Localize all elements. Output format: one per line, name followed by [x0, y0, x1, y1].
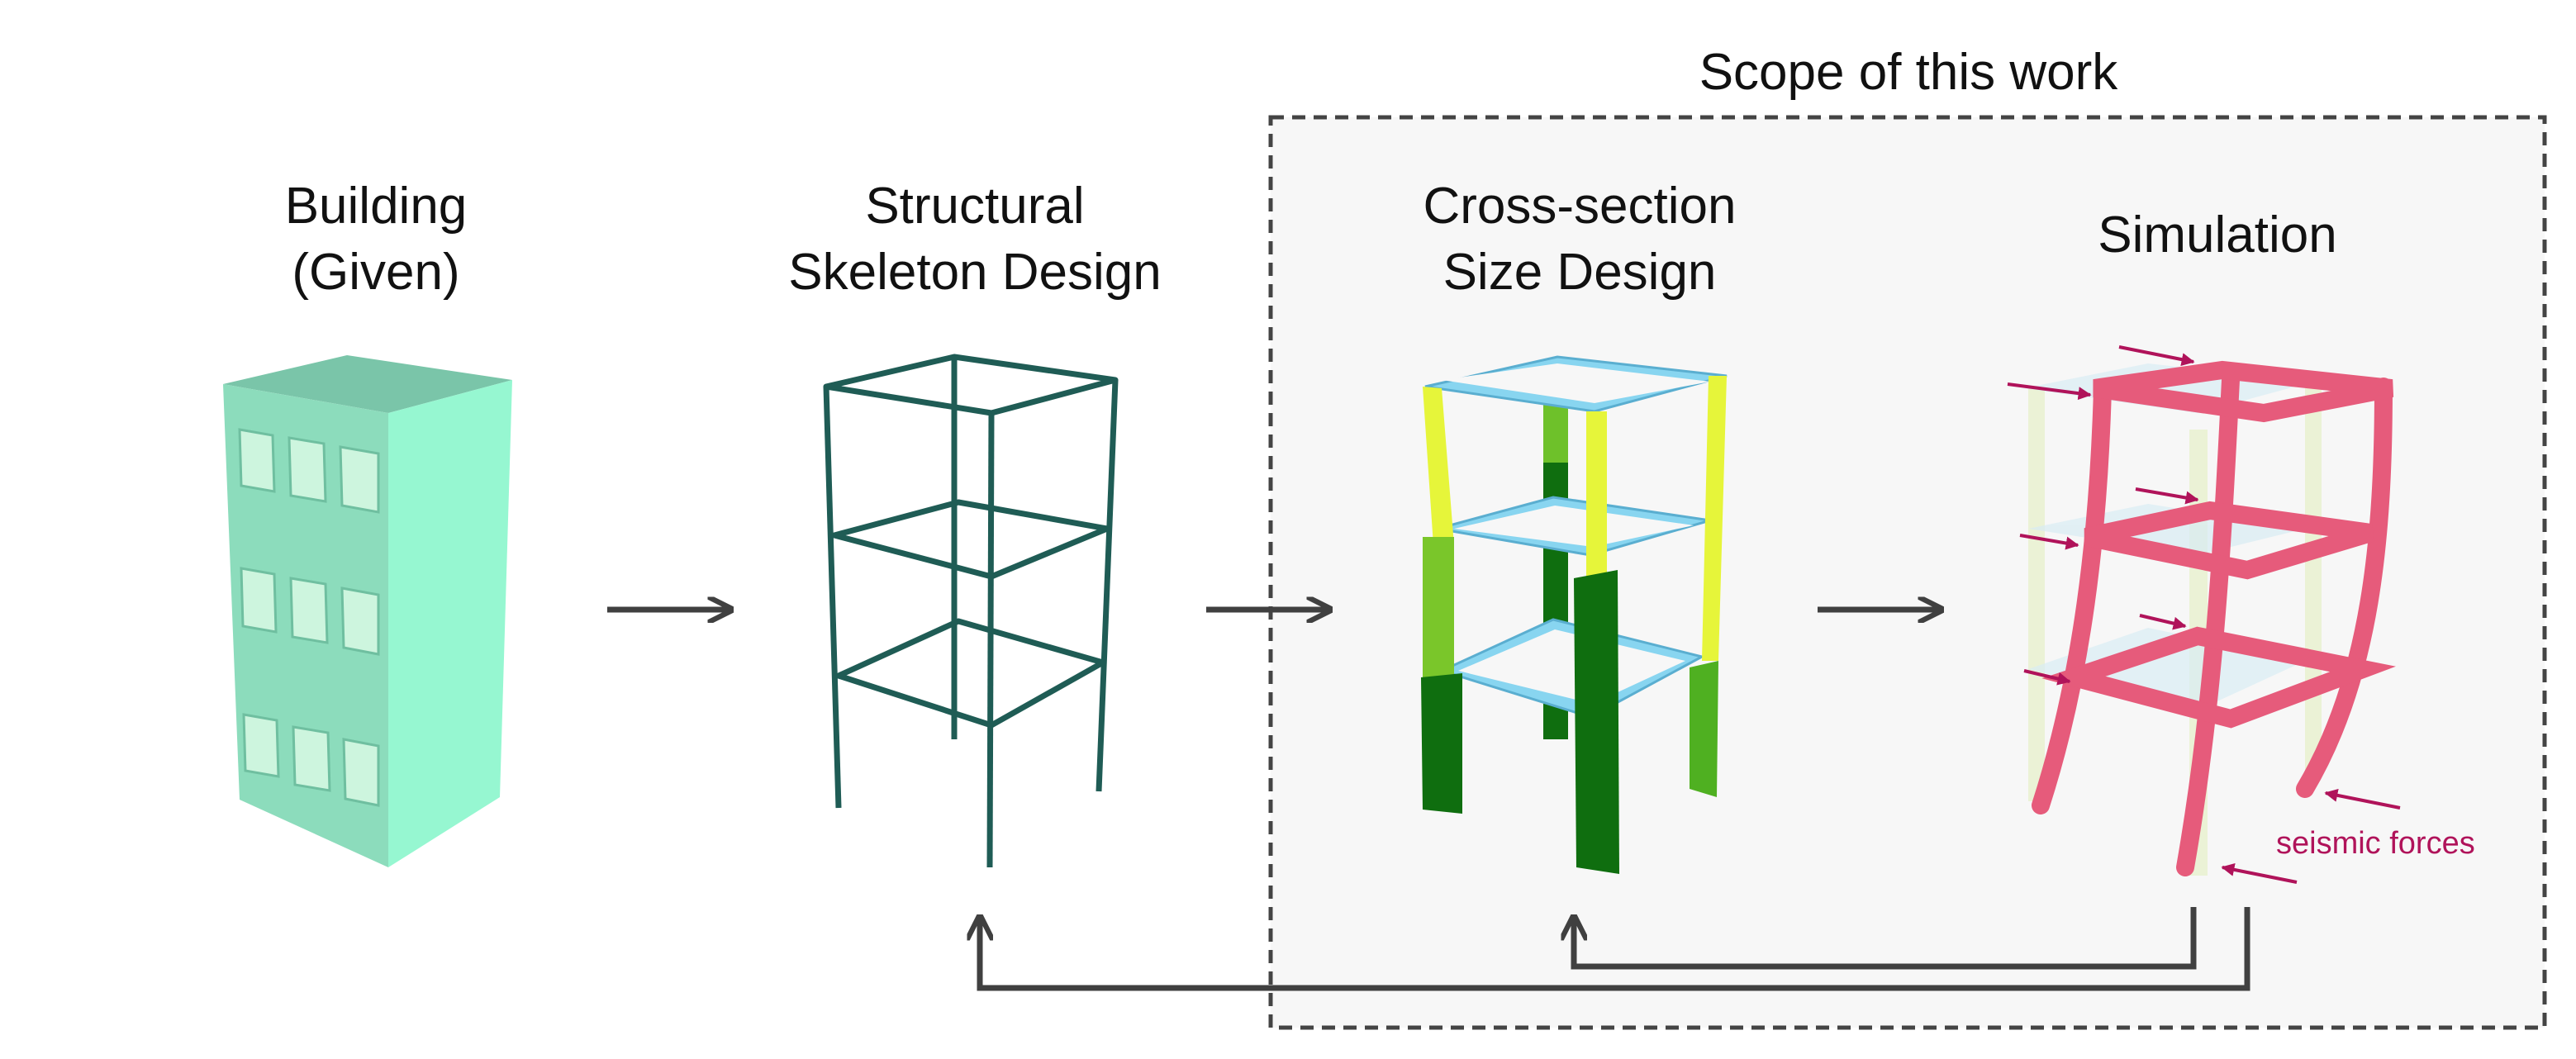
force-arrow [2324, 788, 2401, 810]
scope-label: Scope of this work [1699, 44, 2119, 101]
scope-box: Scope of this work [1268, 44, 2547, 1030]
stage-title-cross-section: Cross-section Size Design [1423, 178, 1737, 301]
building-icon [223, 355, 512, 867]
seismic-forces-label: seismic forces [2276, 826, 2475, 861]
stage-title-line: Size Design [1443, 244, 1717, 301]
cross-section-frame-icon [1421, 355, 1728, 874]
stage-title-line: Building [285, 178, 468, 235]
simulation-frame-icon: seismic forces [2007, 345, 2475, 884]
stage-title-line: Cross-section [1423, 178, 1737, 235]
stage-title-line: Simulation [2098, 207, 2336, 264]
stage-title-line: Skeleton Design [788, 244, 1162, 301]
feedback-arrows [980, 907, 2250, 991]
stage-title-simulation: Simulation [2098, 207, 2336, 264]
force-arrow [2118, 345, 2195, 367]
force-arrow [2221, 862, 2298, 884]
force-arrow [2019, 534, 2079, 550]
force-arrow [2139, 614, 2187, 630]
skeleton-frame-icon [823, 354, 1119, 868]
stage-title-line: Structural [865, 178, 1084, 235]
stage-title-line: (Given) [292, 244, 459, 301]
force-arrow [2007, 382, 2092, 401]
stage-title-skeleton: Structural Skeleton Design [788, 178, 1162, 301]
feedback-arrow-to-cross-section [1574, 907, 2197, 970]
feedback-arrow-to-skeleton [980, 907, 2250, 991]
force-arrow [2023, 669, 2071, 686]
force-arrow [2135, 487, 2199, 505]
stage-title-building: Building (Given) [285, 178, 468, 301]
